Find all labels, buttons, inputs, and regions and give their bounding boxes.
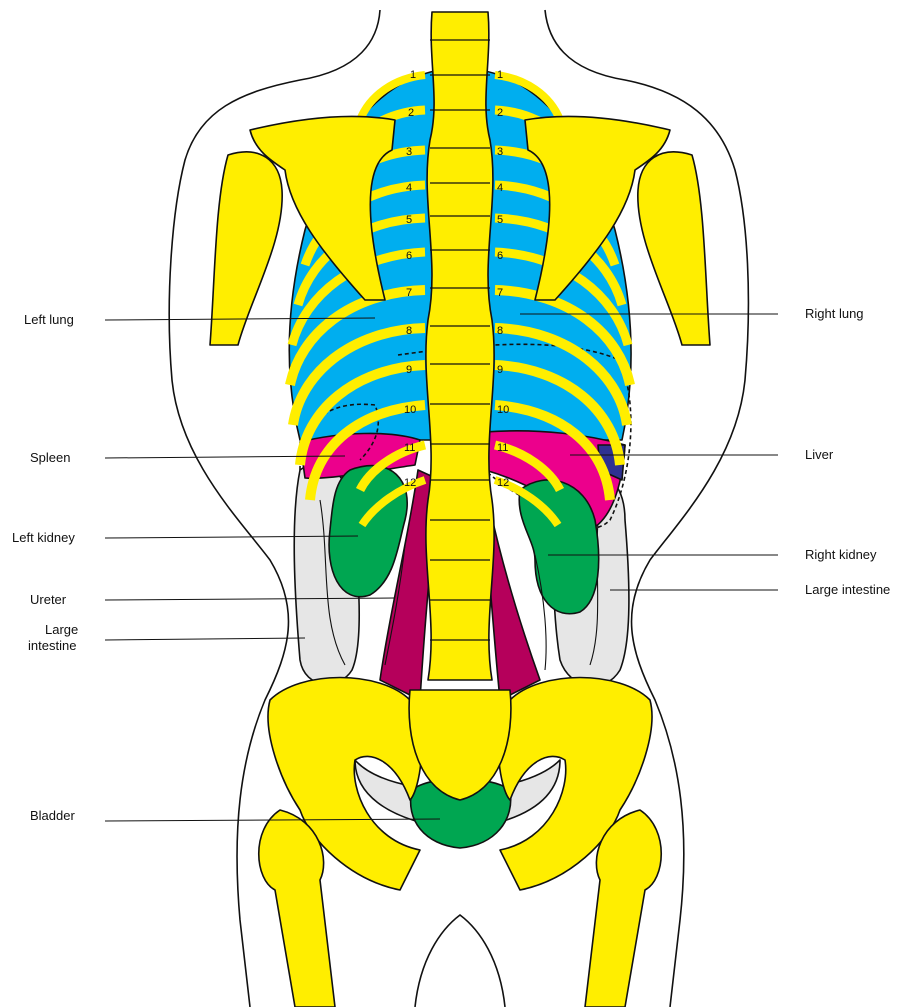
- spine: [426, 12, 494, 680]
- rib-number-right-8: 8: [497, 325, 503, 337]
- left-kidney-shape: [329, 466, 407, 597]
- rib-number-left-12: 12: [404, 477, 416, 489]
- label-large-intestine-left-line1: Large: [45, 622, 78, 637]
- rib-number-right-1: 1: [497, 69, 503, 81]
- rib-number-left-6: 6: [406, 250, 412, 262]
- rib-number-left-5: 5: [406, 214, 412, 226]
- rib-number-right-7: 7: [497, 287, 503, 299]
- rib-number-right-9: 9: [497, 364, 503, 376]
- label-liver: Liver: [805, 447, 834, 462]
- label-large-intestine-left-line2: intestine: [28, 638, 76, 653]
- rib-number-left-1: 1: [410, 69, 416, 81]
- rib-number-left-8: 8: [406, 325, 412, 337]
- rib-number-left-2: 2: [408, 107, 414, 119]
- label-spleen: Spleen: [30, 450, 70, 465]
- rib-number-right-3: 3: [497, 146, 503, 158]
- label-right-kidney: Right kidney: [805, 547, 877, 562]
- rib-number-left-9: 9: [406, 364, 412, 376]
- rib-number-left-3: 3: [406, 146, 412, 158]
- rib-number-right-10: 10: [497, 404, 509, 416]
- label-large-intestine-right: Large intestine: [805, 582, 890, 597]
- rib-number-right-12: 12: [497, 477, 509, 489]
- rib-number-right-11: 11: [497, 442, 508, 454]
- rib-number-left-10: 10: [404, 404, 416, 416]
- label-right-lung: Right lung: [805, 306, 864, 321]
- rib-number-right-6: 6: [497, 250, 503, 262]
- label-bladder: Bladder: [30, 808, 75, 823]
- rib-number-right-4: 4: [497, 182, 503, 194]
- label-left-kidney: Left kidney: [12, 530, 75, 545]
- rib-number-right-2: 2: [497, 107, 503, 119]
- rib-number-right-5: 5: [497, 214, 503, 226]
- label-left-lung: Left lung: [24, 312, 74, 327]
- label-ureter: Ureter: [30, 592, 67, 607]
- rib-number-left-4: 4: [406, 182, 412, 194]
- rib-number-left-11: 11: [404, 442, 415, 454]
- rib-number-left-7: 7: [406, 287, 412, 299]
